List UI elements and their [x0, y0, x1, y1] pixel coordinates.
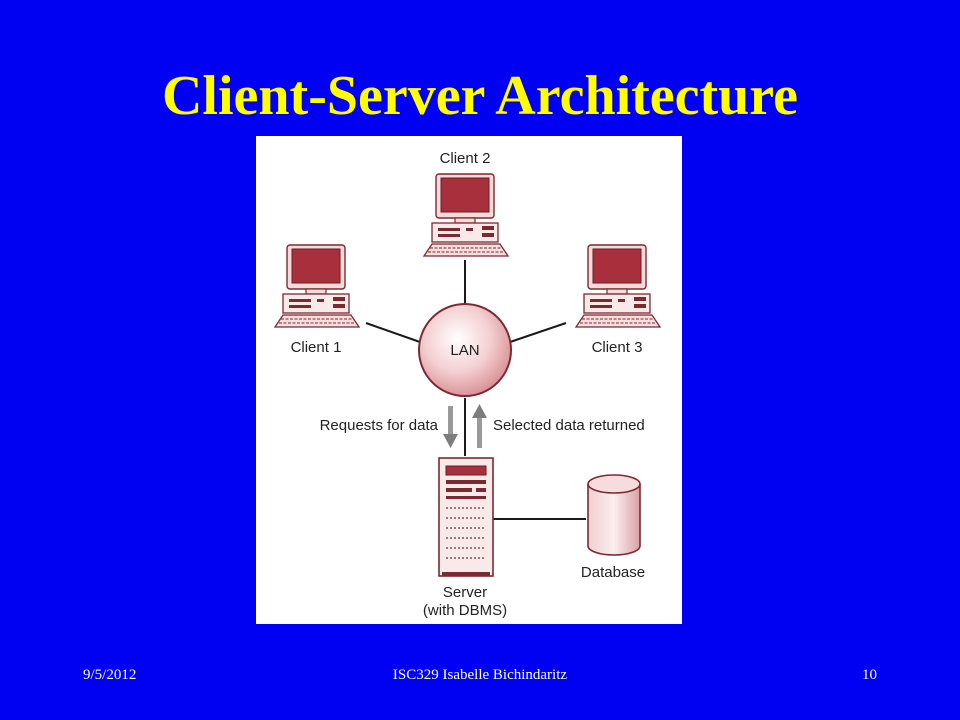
database-node: Database — [581, 474, 645, 581]
client-2-node: Client 2 — [423, 150, 509, 257]
line-client3-lan — [509, 322, 567, 343]
footer-date: 9/5/2012 — [83, 667, 137, 683]
down-arrow-icon — [443, 406, 458, 448]
server-label-line1: Server — [443, 584, 487, 601]
client-1-node: Client 1 — [274, 244, 360, 356]
client-3-node: Client 3 — [575, 244, 661, 356]
up-arrow-icon — [472, 404, 487, 448]
client-1-label: Client 1 — [291, 339, 342, 356]
client-3-label: Client 3 — [592, 339, 643, 356]
database-label: Database — [581, 564, 645, 581]
client-1-computer-icon — [274, 244, 360, 328]
request-label: Requests for data — [320, 417, 439, 434]
footer-page-number: 10 — [862, 667, 877, 683]
lan-label: LAN — [450, 342, 479, 359]
slide-title: Client-Server Architecture — [161, 65, 798, 127]
client-3-computer-icon — [575, 244, 661, 328]
diagram-panel: Client 2 Client 1 Client 3 LAN Requests … — [256, 136, 682, 624]
server-label-line2: (with DBMS) — [423, 602, 507, 619]
lan-circle — [418, 303, 512, 397]
lan-node: LAN — [418, 303, 512, 397]
data-flow-arrows: Requests for data Selected data returned — [320, 404, 645, 448]
client-server-diagram: Client 2 Client 1 Client 3 LAN Requests … — [274, 150, 661, 619]
connection-lines — [365, 260, 586, 520]
footer-author: ISC329 Isabelle Bichindaritz — [392, 667, 568, 683]
server-tower-icon — [438, 457, 494, 577]
server-node: Server (with DBMS) — [423, 457, 507, 619]
client-2-computer-icon — [423, 173, 509, 257]
database-cylinder-icon — [587, 474, 641, 556]
response-label: Selected data returned — [493, 417, 645, 434]
client-2-label: Client 2 — [440, 150, 491, 167]
line-client1-lan — [365, 322, 421, 343]
